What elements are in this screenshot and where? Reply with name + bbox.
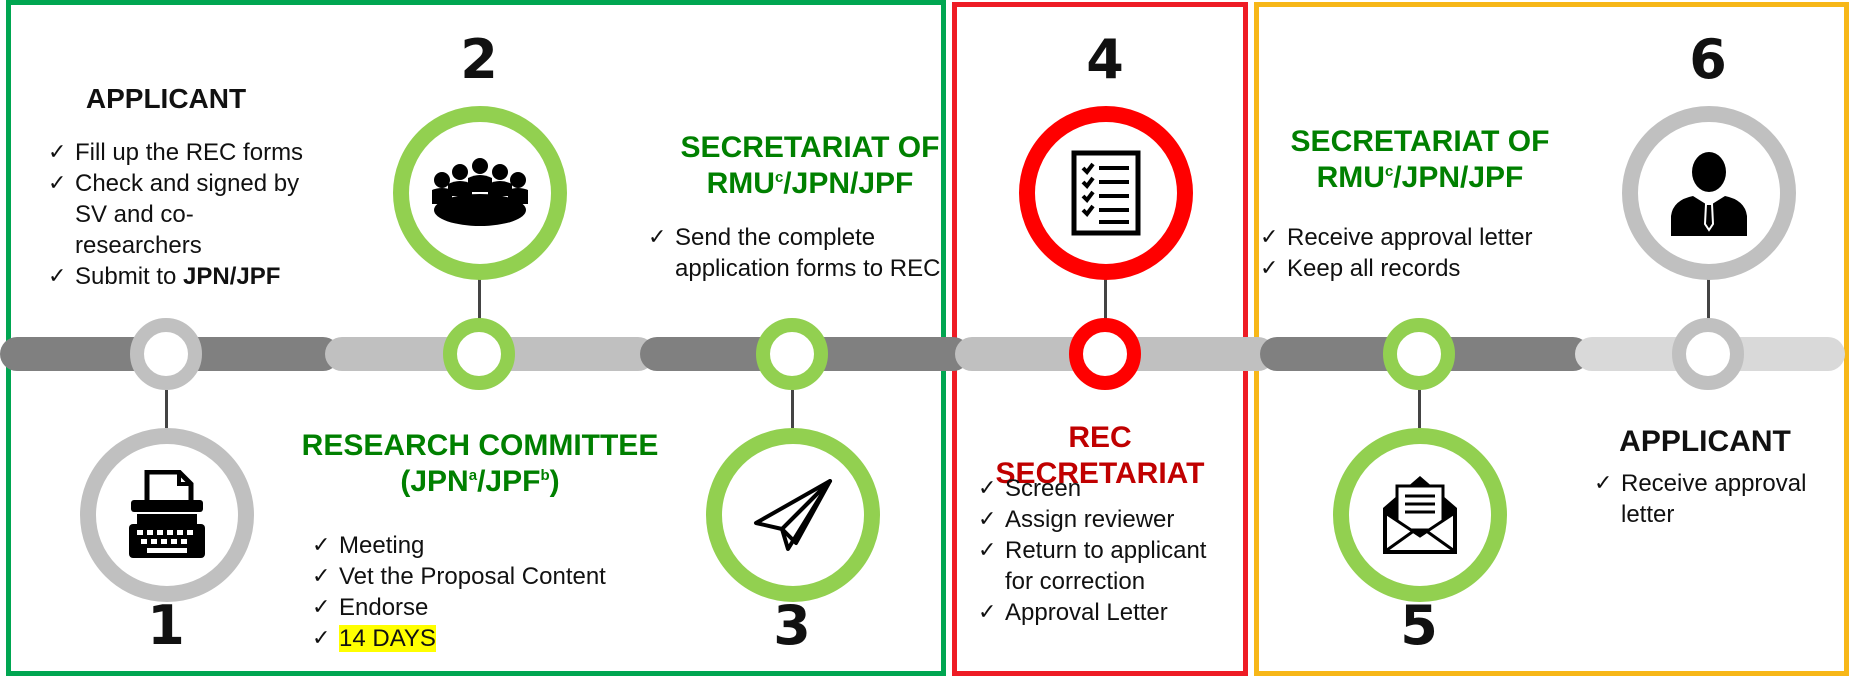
checklist-icon	[1071, 150, 1141, 236]
step-number-3: 3	[773, 594, 811, 657]
list-item: ✓Submit to JPN/JPF	[48, 263, 281, 290]
connector-6	[1707, 278, 1710, 320]
step-2-list: ✓Meeting ✓Vet the Proposal Content ✓Endo…	[312, 530, 632, 654]
timeline-node-6	[1672, 318, 1744, 390]
list-item: ✓Return to applicant for correction	[978, 537, 1207, 595]
highlighted-duration: 14 DAYS	[339, 625, 436, 652]
step-number-5: 5	[1400, 594, 1438, 657]
step-5-list: ✓Receive approval letter ✓Keep all recor…	[1260, 222, 1560, 284]
list-item: ✓Approval Letter	[978, 599, 1168, 626]
ring-step-6	[1622, 106, 1796, 280]
connector-5	[1418, 390, 1421, 428]
list-item: ✓Meeting	[312, 532, 425, 559]
ring-step-3	[706, 428, 880, 602]
step-4-heading: REC SECRETARIAT	[995, 421, 1205, 490]
connector-4	[1104, 278, 1107, 320]
step-6-list: ✓Receive approval letter	[1594, 468, 1824, 530]
step-3-list: ✓Send the complete application forms to …	[648, 222, 948, 284]
list-item: ✓14 DAYS	[312, 625, 436, 652]
list-item: ✓Assign reviewer	[978, 506, 1175, 533]
list-item: ✓Endorse	[312, 594, 429, 621]
connector-1	[165, 390, 168, 428]
step-3-heading: SECRETARIAT OF RMUc/JPN/JPF	[680, 131, 940, 200]
timeline-node-3	[756, 318, 828, 390]
step-number-4: 4	[1086, 28, 1124, 91]
envelope-letter-icon	[1383, 476, 1457, 554]
ring-step-4	[1019, 106, 1193, 280]
step-1-heading: APPLICANT	[85, 83, 247, 114]
list-item: ✓Vet the Proposal Content	[312, 563, 606, 590]
businessman-icon	[1671, 152, 1747, 236]
list-item: ✓Check and signed by SV and co-researche…	[48, 170, 300, 259]
list-item: ✓Fill up the REC forms	[48, 139, 304, 166]
timeline-node-1	[130, 318, 202, 390]
timeline-node-2	[443, 318, 515, 390]
paper-plane-icon	[754, 479, 832, 551]
step-6-heading: APPLICANT	[1619, 425, 1791, 458]
list-item: ✓Send the complete application forms to …	[648, 224, 941, 282]
timeline-node-4	[1069, 318, 1141, 390]
list-item: ✓Keep all records	[1260, 255, 1461, 282]
ring-step-2	[393, 106, 567, 280]
step-1-list: ✓Fill up the REC forms ✓Check and signed…	[48, 137, 318, 292]
step-number-6: 6	[1689, 28, 1727, 91]
list-item: ✓Receive approval letter	[1260, 224, 1533, 251]
typewriter-icon	[129, 470, 205, 558]
step-2-heading: RESEARCH COMMITTEE (JPNa/JPFb)	[301, 429, 659, 498]
step-number-1: 1	[147, 594, 185, 657]
step-5-heading: SECRETARIAT OF RMUc/JPN/JPF	[1290, 125, 1550, 194]
list-item: ✓Receive approval letter	[1594, 470, 1807, 528]
connector-3	[791, 390, 794, 428]
meeting-icon	[432, 158, 528, 226]
step-number-2: 2	[460, 28, 498, 91]
connector-2	[478, 278, 481, 320]
step-4-list: ✓Screen ✓Assign reviewer ✓Return to appl…	[978, 473, 1238, 628]
ring-step-5	[1333, 428, 1507, 602]
timeline-node-5	[1383, 318, 1455, 390]
ring-step-1	[80, 428, 254, 602]
list-item: ✓Screen	[978, 475, 1082, 502]
